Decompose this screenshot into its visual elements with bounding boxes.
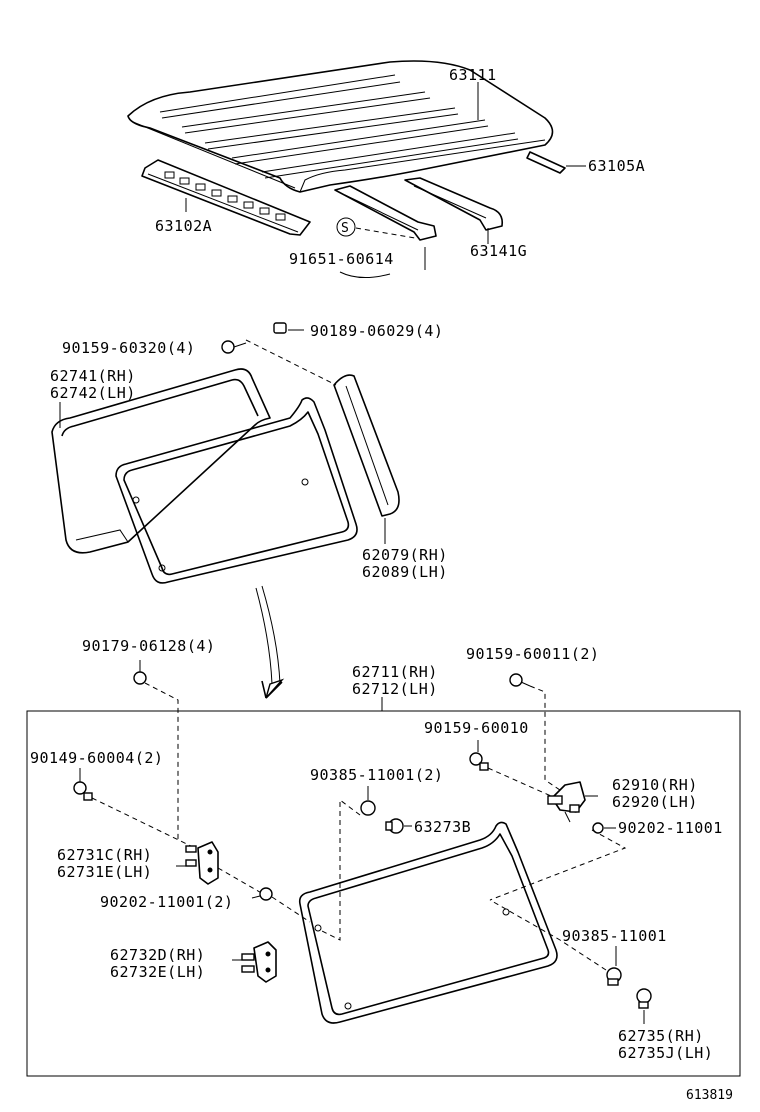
window-frame xyxy=(298,821,558,1024)
glass-frame-front xyxy=(115,397,358,584)
label-latch-rh: 62910(RH) xyxy=(612,776,698,794)
washer-b xyxy=(251,887,311,923)
clip-e xyxy=(319,786,376,941)
latch xyxy=(547,781,598,823)
clip-f xyxy=(385,818,412,834)
clip-top xyxy=(133,660,179,840)
trim-strip xyxy=(333,374,400,517)
label-clip-f: 63273B xyxy=(414,818,471,836)
nut-a xyxy=(273,322,287,334)
label-clip-top: 90179-06128(4) xyxy=(82,637,215,655)
roof-rail-side xyxy=(334,177,504,241)
glass-frame-back xyxy=(51,368,271,554)
label-screw-d: 90149-60004(2) xyxy=(30,749,163,767)
label-rail-front: 63102A xyxy=(155,217,212,235)
roof-leaders xyxy=(185,82,586,270)
label-screw-b: 90159-60011(2) xyxy=(466,645,599,663)
detail-box xyxy=(26,710,741,1077)
roof-bracket-mark xyxy=(339,271,391,278)
stopper xyxy=(636,988,652,1024)
assembly-arrow xyxy=(255,585,285,699)
label-window-lh: 62712(LH) xyxy=(352,680,438,698)
label-trim-lh: 62089(LH) xyxy=(362,563,448,581)
label-hinge-c-rh: 62731C(RH) xyxy=(57,846,152,864)
label-roof-panel: 63111 xyxy=(449,66,497,84)
label-window-rh: 62711(RH) xyxy=(352,663,438,681)
label-nut-a: 90189-06029(4) xyxy=(310,322,443,340)
svg-text:S: S xyxy=(341,221,349,236)
label-latch-lh: 62920(LH) xyxy=(612,793,698,811)
label-rail-side: 63141G xyxy=(470,242,527,260)
label-stopper-rh: 62735(RH) xyxy=(618,1027,704,1045)
diagram-id: 613819 xyxy=(686,1088,733,1103)
label-glass-rh: 62741(RH) xyxy=(50,367,136,385)
screw-c xyxy=(469,740,561,801)
label-washer-a: 90202-11001 xyxy=(618,819,723,837)
label-clip-e: 90385-11001(2) xyxy=(310,766,443,784)
label-stopper-lh: 62735J(LH) xyxy=(618,1044,713,1062)
label-hinge-e-lh: 62731E(LH) xyxy=(57,863,152,881)
label-washer-b: 90202-11001(2) xyxy=(100,893,233,911)
dash-screw-a xyxy=(245,339,337,386)
roof-panel xyxy=(127,60,554,193)
label-screw-c: 90159-60010 xyxy=(424,719,529,737)
label-bolt-roof: 91651-60614 xyxy=(289,250,394,268)
label-molding: 63105A xyxy=(588,157,645,175)
label-clip-g: 90385-11001 xyxy=(562,927,667,945)
roof-rail-front xyxy=(141,159,311,236)
clip-g xyxy=(489,899,622,986)
screw-b xyxy=(509,673,561,791)
label-screw-a: 90159-60320(4) xyxy=(62,339,195,357)
washer-a xyxy=(489,822,627,901)
screw-d xyxy=(73,768,196,849)
label-hinge-e2-lh: 62732E(LH) xyxy=(110,963,205,981)
roof-molding-right xyxy=(526,151,566,174)
hinge-c xyxy=(176,841,266,896)
s-mark: S xyxy=(336,217,356,237)
screw-a xyxy=(221,340,247,354)
label-trim-rh: 62079(RH) xyxy=(362,546,448,564)
hinge-d xyxy=(232,941,277,983)
label-glass-lh: 62742(LH) xyxy=(50,384,136,402)
label-hinge-d-rh: 62732D(RH) xyxy=(110,946,205,964)
